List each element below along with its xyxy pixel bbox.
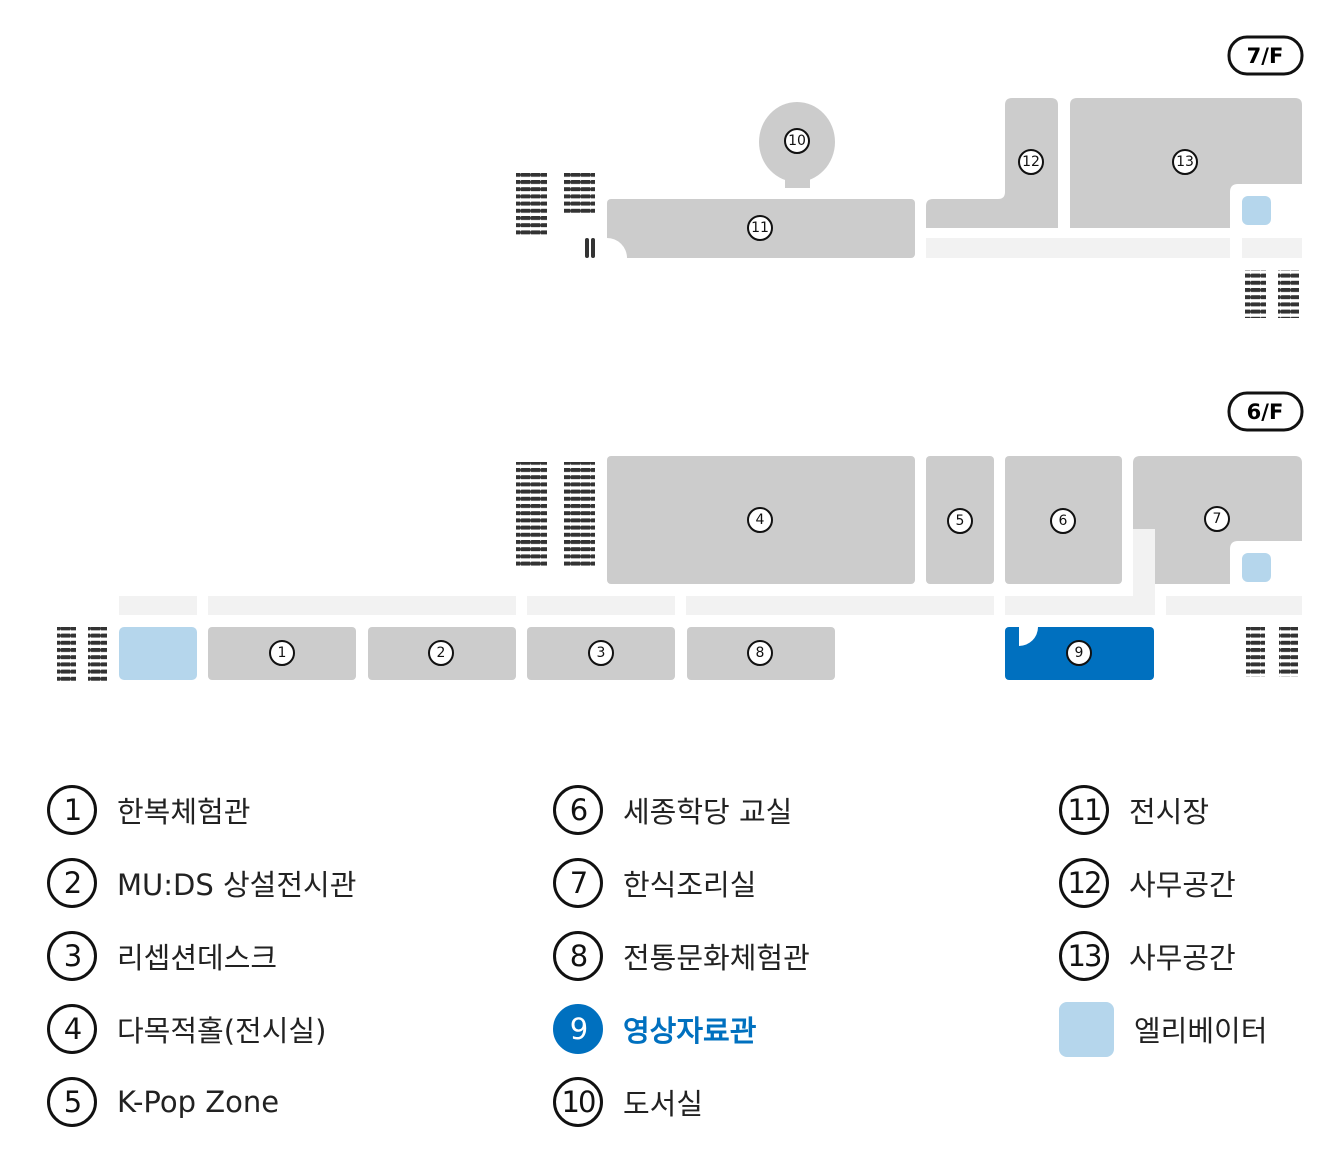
legend-item[interactable]: 11 전시장 [1059, 782, 1209, 838]
legend-number: 13 [1059, 931, 1109, 981]
room-number: 4 [756, 512, 765, 528]
corridor-7f [1242, 238, 1302, 258]
legend-item[interactable]: 6 세종학당 교실 [553, 782, 792, 838]
room-number: 12 [1022, 154, 1040, 170]
legend-label: 다목적홀(전시실) [117, 1014, 327, 1048]
legend-number: 12 [1059, 858, 1109, 908]
legend-number: 5 [47, 1077, 97, 1127]
elevator-6f-west [119, 627, 197, 680]
legend-label: 사무공간 [1129, 941, 1236, 975]
stairs-icon [88, 627, 107, 681]
legend-item[interactable]: 10 도서실 [553, 1074, 703, 1130]
legend-item[interactable]: 12 사무공간 [1059, 855, 1236, 911]
stairs-icon [1245, 270, 1266, 318]
svg-text:7/F: 7/F [1247, 44, 1284, 68]
svg-text:6/F: 6/F [1247, 400, 1284, 424]
legend-item[interactable]: 5 K-Pop Zone [47, 1074, 279, 1130]
corridor-7f [926, 238, 1230, 258]
stairs-icon [516, 173, 547, 235]
legend-number: 8 [553, 931, 603, 981]
legend-number: 10 [553, 1077, 603, 1127]
legend-label: 한복체험관 [117, 795, 251, 829]
room-number: 8 [756, 645, 765, 661]
room-number: 6 [1059, 513, 1068, 529]
legend-item[interactable]: 4 다목적홀(전시실) [47, 1001, 326, 1057]
legend-label: 엘리베이터 [1134, 1014, 1268, 1048]
legend-number: 11 [1059, 785, 1109, 835]
room-number: 5 [956, 513, 965, 529]
map-svg: 7/F 6/F [57, 35, 1304, 681]
stairs-icon [585, 238, 589, 258]
legend-label: MU:DS 상설전시관 [117, 868, 357, 902]
room-number: 13 [1176, 154, 1194, 170]
legend-label: 사무공간 [1129, 868, 1236, 902]
legend-label: 도서실 [623, 1087, 704, 1121]
legend-item[interactable]: 1 한복체험관 [47, 782, 250, 838]
stairs-icon [57, 627, 76, 681]
stairs-icon [1279, 627, 1298, 677]
room-number: 7 [1213, 511, 1222, 527]
elevator-6f [1242, 553, 1271, 582]
elevator-7f [1242, 196, 1271, 225]
corridor-6f [119, 529, 1302, 615]
room-number: 10 [788, 133, 806, 149]
legend-item[interactable]: 13 사무공간 [1059, 928, 1236, 984]
legend-item-selected[interactable]: 9 영상자료관 [553, 1001, 756, 1057]
legend-number: 9 [553, 1004, 603, 1054]
stairs-icon [516, 462, 547, 568]
stairs-icon [1278, 270, 1299, 318]
legend-label: 한식조리실 [623, 868, 757, 902]
legend-item[interactable]: 7 한식조리실 [553, 855, 756, 911]
legend-number: 2 [47, 858, 97, 908]
floor-badge-6f[interactable]: 6/F [1227, 391, 1304, 432]
room-markers [269, 128, 1230, 666]
door-icon [1019, 627, 1038, 646]
legend-label: 전통문화체험관 [623, 941, 810, 975]
stairs-icon [564, 173, 595, 213]
legend-number: 3 [47, 931, 97, 981]
room-12[interactable] [926, 98, 1058, 228]
legend-label: 영상자료관 [623, 1014, 757, 1048]
stairs-icon [564, 462, 595, 568]
legend-number: 6 [553, 785, 603, 835]
legend-item[interactable]: 3 리셉션데스크 [47, 928, 277, 984]
legend-label: 전시장 [1129, 795, 1210, 829]
room-number: 1 [278, 645, 287, 661]
legend-number: 1 [47, 785, 97, 835]
room-number: 11 [751, 220, 769, 236]
legend-number: 7 [553, 858, 603, 908]
stairs-icon [1246, 627, 1265, 677]
legend-item[interactable]: 8 전통문화체험관 [553, 928, 810, 984]
legend-label: K-Pop Zone [117, 1085, 280, 1119]
door-icon [607, 238, 627, 258]
legend-item[interactable]: 엘리베이터 [1059, 1001, 1267, 1057]
stairs-icon [591, 238, 595, 258]
room-number: 9 [1075, 645, 1084, 661]
room-number: 3 [597, 645, 606, 661]
legend-number: 4 [47, 1004, 97, 1054]
floor-badge-7f[interactable]: 7/F [1227, 35, 1304, 76]
legend-item[interactable]: 2 MU:DS 상설전시관 [47, 855, 356, 911]
legend-label: 세종학당 교실 [623, 795, 793, 829]
room-number: 2 [437, 645, 446, 661]
legend-label: 리셉션데스크 [117, 941, 278, 975]
elevator-swatch-icon [1059, 1001, 1114, 1057]
